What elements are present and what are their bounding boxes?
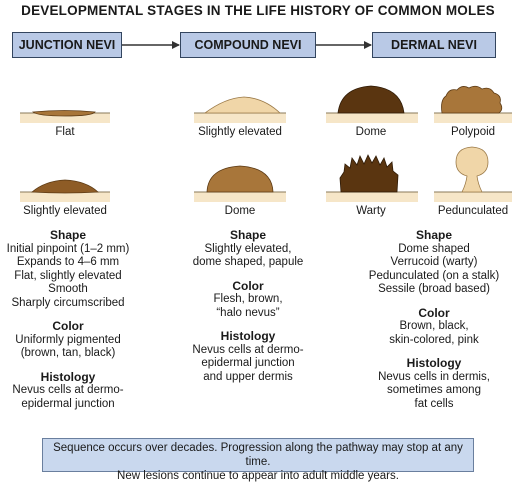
compound-shape-line: dome shaped, papule (192, 256, 304, 268)
dermal-details: Shape Dome shaped Verrucoid (warty) Pedu… (354, 228, 514, 411)
dermal-shape-line: Dome shaped (398, 242, 470, 255)
caption-dermal-pedunculated: Pedunculated (437, 205, 509, 217)
compound-shape-line: Slightly elevated, (204, 242, 292, 255)
skin-band-junction-elevated (20, 192, 110, 202)
lesion-compound-dome (206, 165, 274, 193)
compound-color-heading: Color (232, 278, 264, 293)
dermal-color-heading: Color (418, 305, 450, 320)
lesion-dermal-polypoid (441, 85, 503, 114)
compound-color-line: Flesh, brown, (213, 293, 283, 305)
junction-histology-line: epidermal junction (21, 397, 115, 410)
skin-band-compound-elevated (194, 113, 286, 123)
skin-band-dermal-warty (326, 192, 418, 202)
lesion-junction-flat (31, 110, 96, 117)
compound-shape-heading: Shape (229, 228, 266, 242)
lesion-dermal-warty (339, 154, 399, 193)
caption-dermal-polypoid: Polypoid (450, 126, 496, 138)
skin-band-junction-flat (20, 113, 110, 123)
caption-compound-dome: Dome (224, 205, 256, 217)
junction-histology-line: Nevus cells at dermo- (12, 384, 124, 396)
dermal-histology-heading: Histology (406, 356, 462, 370)
dermal-shape-heading: Shape (415, 228, 452, 242)
compound-details: Shape Slightly elevated, dome shaped, pa… (168, 228, 328, 384)
diagram-title: DEVELOPMENTAL STAGES IN THE LIFE HISTORY… (21, 3, 495, 18)
skin-band-compound-dome (194, 192, 286, 202)
dermal-shape-line: Verrucoid (warty) (390, 256, 478, 268)
lesion-dermal-pedunculated (455, 146, 489, 193)
junction-histology-heading: Histology (40, 369, 96, 384)
junction-shape-heading: Shape (49, 228, 86, 242)
caption-dermal-warty: Warty (356, 205, 386, 217)
skin-band-dermal-dome (326, 113, 418, 123)
caption-compound-elevated: Slightly elevated (198, 126, 282, 138)
dermal-shape-line: Pedunculated (on a stalk) (368, 269, 500, 282)
compound-histology-heading: Histology (220, 329, 276, 343)
junction-color-line: (brown, tan, black) (20, 347, 116, 359)
footer-note: Sequence occurs over decades. Progressio… (42, 438, 474, 482)
dermal-histology-line: fat cells (414, 397, 454, 410)
caption-junction-flat: Flat (55, 126, 75, 138)
compound-histology-line: and upper dermis (203, 370, 293, 383)
stage-dermal-nevi: DERMAL NEVI (372, 32, 496, 58)
junction-shape-line: Initial pinpoint (1–2 mm) (6, 242, 130, 255)
dermal-histology-line: sometimes among (387, 384, 481, 396)
compound-color-line: “halo nevus” (216, 306, 280, 319)
skin-band-dermal-polypoid (434, 113, 512, 123)
junction-shape-line: Flat, slightly elevated (14, 269, 122, 282)
stage-compound-nevi: COMPOUND NEVI (180, 32, 316, 58)
dermal-histology-line: Nevus cells in dermis, (378, 370, 490, 383)
stage-junction-nevi: JUNCTION NEVI (12, 32, 122, 58)
lesion-dermal-dome (337, 85, 405, 114)
junction-shape-line: Expands to 4–6 mm (16, 256, 120, 268)
junction-details: Shape Initial pinpoint (1–2 mm) Expands … (0, 228, 136, 411)
footer-line: New lesions continue to appear into adul… (117, 470, 399, 482)
dermal-color-line: Brown, black, (399, 320, 469, 332)
caption-junction-elevated: Slightly elevated (23, 205, 107, 217)
compound-histology-line: epidermal junction (201, 357, 295, 369)
footer-line: Sequence occurs over decades. Progressio… (53, 442, 463, 468)
junction-color-line: Uniformly pigmented (15, 333, 121, 346)
junction-shape-line: Sharply circumscribed (11, 296, 125, 309)
lesion-compound-elevated (203, 96, 282, 114)
caption-dermal-dome: Dome (355, 126, 387, 138)
dermal-shape-line: Sessile (broad based) (378, 283, 490, 295)
skin-band-dermal-pedunculated (434, 192, 512, 202)
dermal-color-line: skin-colored, pink (389, 333, 479, 346)
junction-shape-line: Smooth (48, 283, 88, 295)
junction-color-heading: Color (52, 319, 84, 333)
lesion-junction-elevated (30, 179, 99, 194)
compound-histology-line: Nevus cells at dermo- (192, 343, 304, 356)
